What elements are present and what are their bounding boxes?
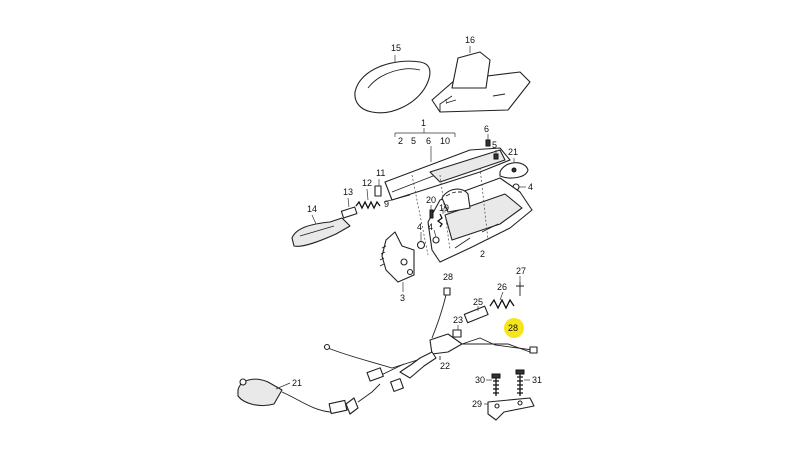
part-27-clip[interactable]	[516, 276, 524, 296]
callout-5-sub: 5	[411, 136, 416, 146]
callout-26: 26	[497, 282, 507, 292]
callout-25: 25	[473, 297, 483, 307]
part-14-handle[interactable]	[291, 217, 351, 247]
part-23-nut[interactable]	[452, 325, 462, 338]
callout-2: 2	[480, 249, 485, 259]
callout-22: 22	[440, 361, 450, 371]
brake-cable-long[interactable]	[323, 343, 437, 392]
callout-9: 9	[384, 199, 389, 209]
callout-20: 20	[426, 195, 436, 205]
callout-5: 5	[492, 140, 497, 150]
part-4-nut-left[interactable]	[416, 232, 426, 250]
part-4-nut-mid[interactable]	[432, 229, 440, 244]
callout-21-top: 21	[508, 147, 518, 157]
part-28-upper-cable[interactable]	[431, 287, 451, 339]
callout-28-upper: 28	[443, 272, 453, 282]
callout-19: 19	[439, 203, 449, 213]
callout-10-sub: 10	[440, 136, 450, 146]
callout-15: 15	[391, 43, 401, 53]
callout-28-highlighted[interactable]: 28	[508, 323, 518, 333]
part-20-screw[interactable]	[429, 205, 434, 219]
part-30-bolt[interactable]	[486, 373, 501, 396]
part-26-spring[interactable]	[489, 291, 515, 310]
part-5-screw[interactable]	[493, 150, 499, 160]
callout-28-highlight	[504, 318, 524, 338]
callout-23: 23	[453, 315, 463, 325]
part-6-screw[interactable]	[485, 134, 491, 147]
callout-2-sub: 2	[398, 136, 403, 146]
part-25-adjuster[interactable]	[463, 305, 489, 324]
callout-4-left: 4	[417, 222, 422, 232]
callout-31: 31	[532, 375, 542, 385]
part-21-rear-cable[interactable]	[237, 378, 381, 415]
part-12-spring[interactable]	[355, 200, 381, 210]
part-3-ratchet-plate[interactable]	[379, 231, 415, 283]
part-15-grip-cover[interactable]	[354, 60, 431, 114]
callout-3: 3	[400, 293, 405, 303]
group-1-bracket	[394, 128, 456, 162]
callout-27: 27	[516, 266, 526, 276]
part-9-lever-arm[interactable]	[384, 147, 511, 201]
part-21-clip-top[interactable]	[499, 158, 529, 179]
part-31-bolt[interactable]	[515, 369, 530, 396]
callout-12: 12	[362, 178, 372, 188]
part-29-bracket[interactable]	[484, 397, 535, 421]
callout-13: 13	[343, 187, 353, 197]
svg-text:Ī: Ī	[445, 99, 448, 106]
part-28-right-cable[interactable]	[461, 337, 538, 354]
callout-30: 30	[475, 375, 485, 385]
callout-6: 6	[484, 124, 489, 134]
callout-4-mid: 4	[428, 222, 433, 232]
callout-14: 14	[307, 204, 317, 214]
callout-29: 29	[472, 399, 482, 409]
callout-6-sub: 6	[426, 136, 431, 146]
callout-21-bottom: 21	[292, 378, 302, 388]
part-13-sleeve[interactable]	[340, 206, 358, 219]
part-19-pin[interactable]	[436, 208, 444, 228]
callout-11: 11	[376, 168, 385, 178]
part-16-console-cover[interactable]: Ī	[431, 51, 531, 113]
callout-16: 16	[465, 35, 475, 45]
ratchet-sector	[441, 188, 471, 213]
callout-4-right: 4	[528, 182, 533, 192]
callout-1: 1	[421, 118, 426, 128]
part-11-rod[interactable]	[374, 185, 411, 203]
